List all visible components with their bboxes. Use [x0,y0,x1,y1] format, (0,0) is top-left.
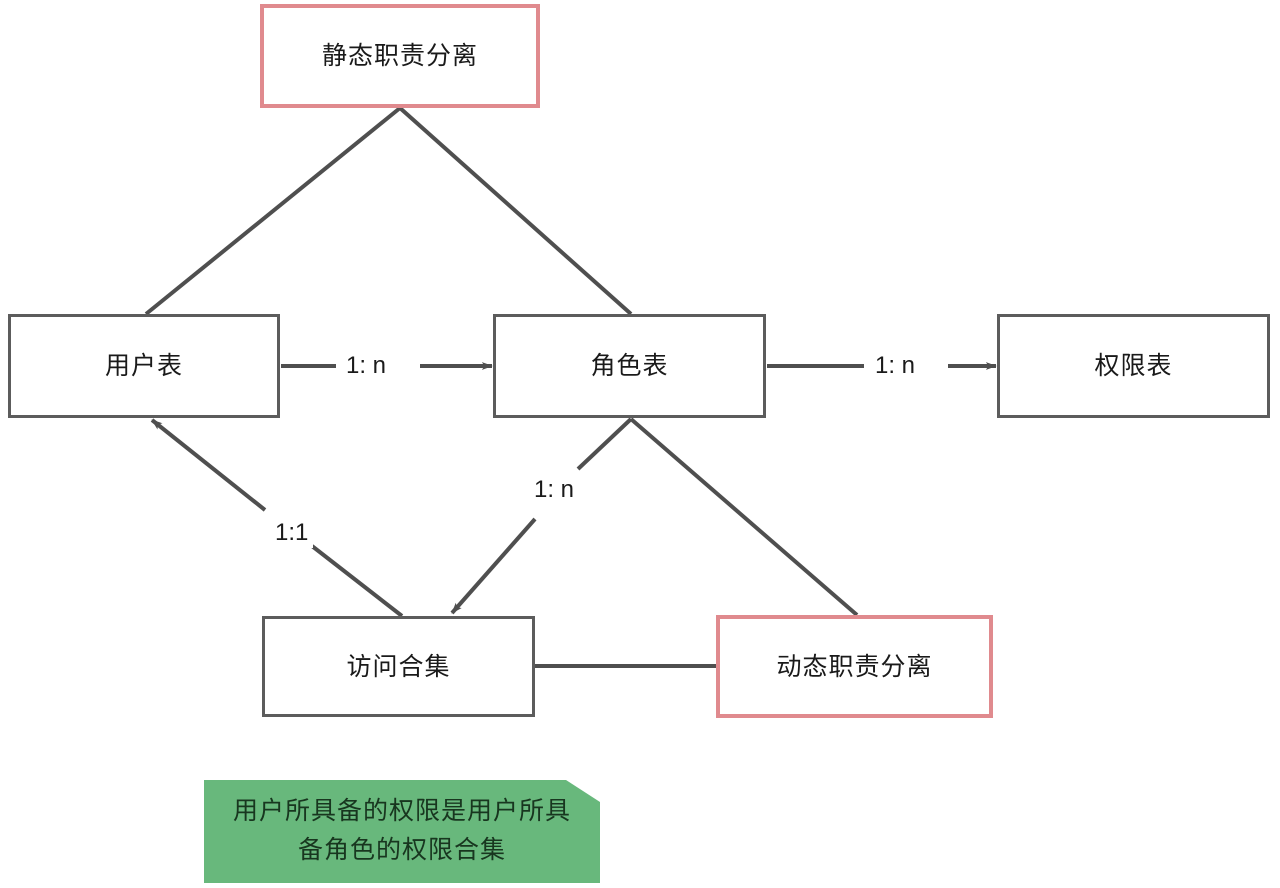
edge-label-role-to-perm: 1: n [870,351,921,381]
edge-access-set-to-user-table [150,418,267,512]
permission-note: 用户所具备的权限是用户所具 备角色的权限合集 [204,780,600,883]
edge-static-sod-to-user-table [144,106,402,316]
edge-static-sod-to-role-table [398,106,633,316]
edge-role-table-to-dynamic-sod [629,417,859,617]
node-role-table[interactable]: 角色表 [493,314,766,418]
node-access-set-label: 访问合集 [346,652,451,681]
node-dynamic-sod[interactable]: 动态职责分离 [716,615,993,718]
node-static-sod-label: 静态职责分离 [321,42,478,70]
permission-note-line-2: 备角色的权限合集 [297,835,506,864]
node-perm-table-label: 权限表 [1094,352,1173,380]
node-perm-table[interactable]: 权限表 [997,314,1270,418]
node-user-table-label: 用户表 [104,352,183,380]
node-user-table[interactable]: 用户表 [8,314,280,418]
edge-label-role-to-perm-text: 1: n [875,352,916,379]
node-static-sod[interactable]: 静态职责分离 [260,4,540,108]
edge-label-user-to-role-text: 1: n [346,352,387,379]
node-role-table-label: 角色表 [590,352,669,380]
edge-label-role-to-access-text: 1: n [534,476,575,503]
node-dynamic-sod-label: 动态职责分离 [776,652,933,681]
node-access-set[interactable]: 访问合集 [262,616,535,717]
edge-label-access-to-user: 1:1 [270,518,314,548]
edge-label-access-to-user-text: 1:1 [275,519,309,546]
permission-note-line-1: 用户所具备的权限是用户所具 [232,796,571,825]
permission-note-body: 用户所具备的权限是用户所具 备角色的权限合集 [233,792,571,870]
edge-label-role-to-access: 1: n [529,475,580,505]
edge-role-table-to-access-set [450,517,537,615]
edge-role-table-to-access-set-stub [576,417,633,471]
edge-access-set-to-user-table-stub [310,544,404,618]
edge-label-user-to-role: 1: n [341,351,392,381]
